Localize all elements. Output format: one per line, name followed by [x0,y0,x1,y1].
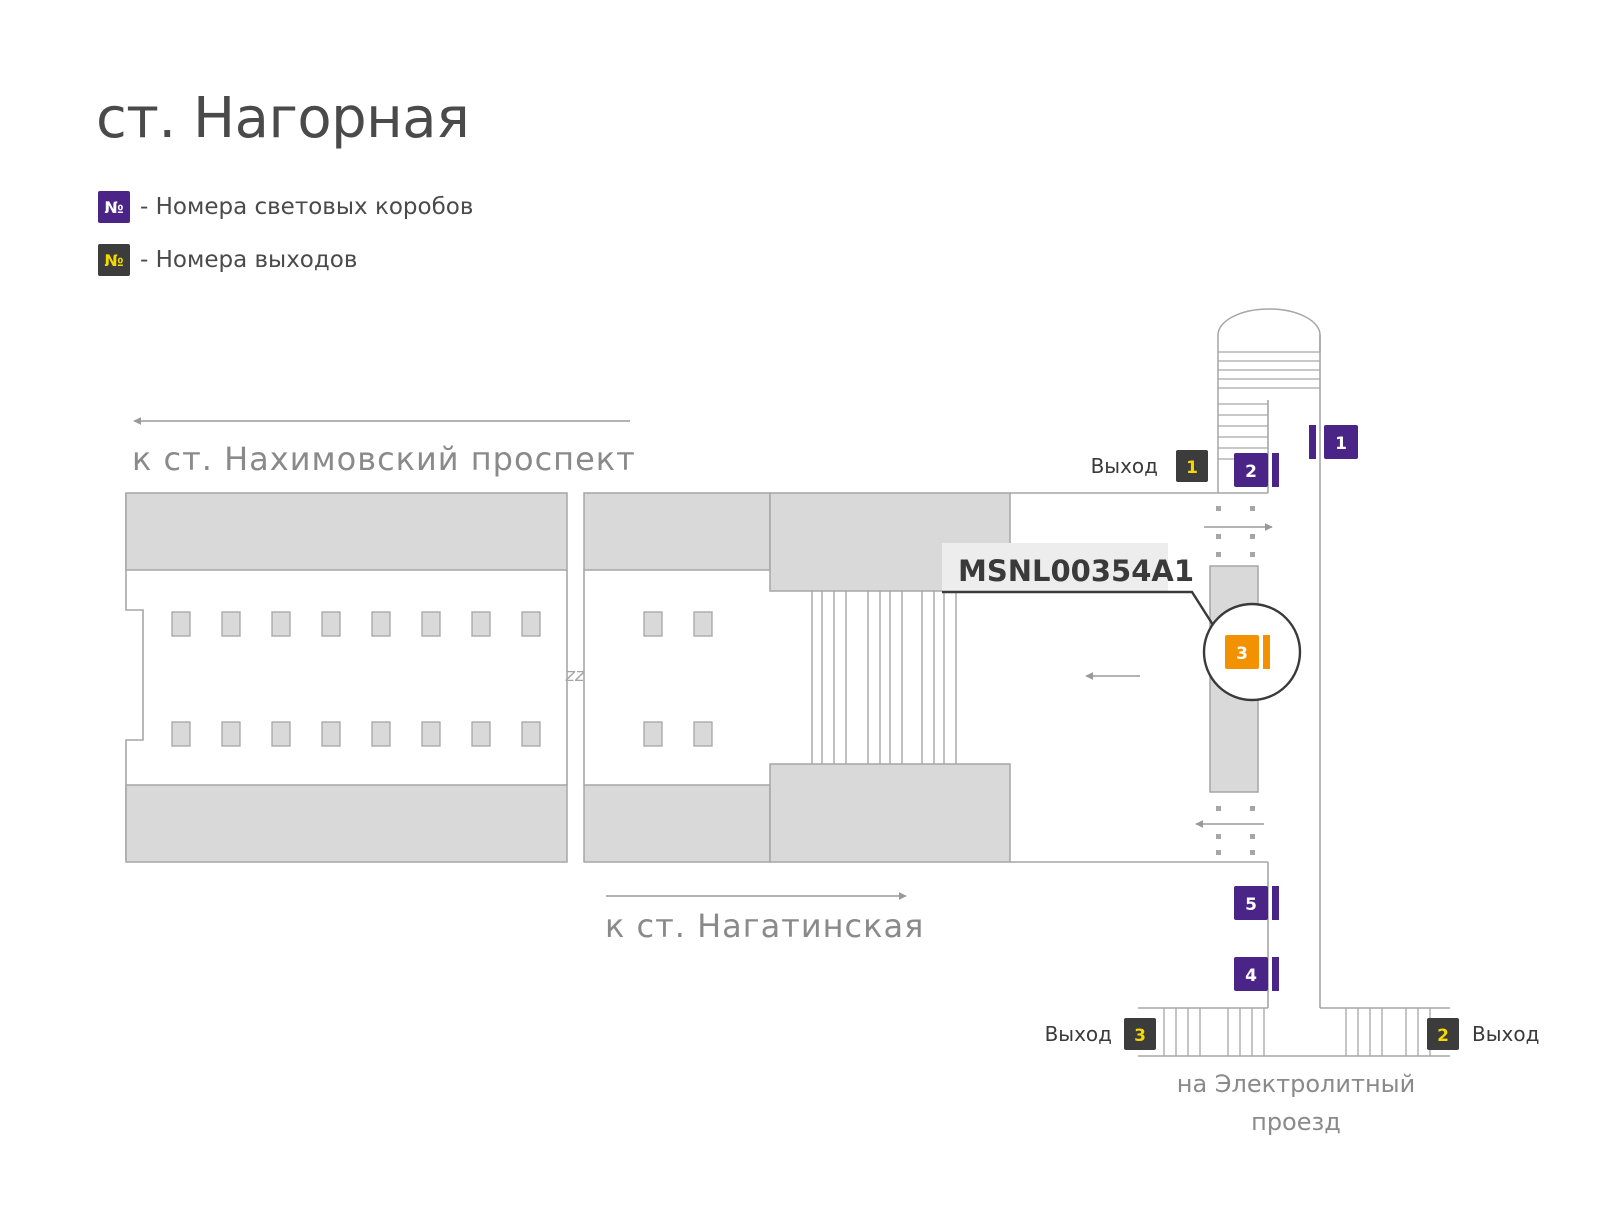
platform-column [421,611,441,637]
exit-1-number: 1 [1186,458,1198,478]
platform-columns [171,611,713,747]
light-box-1-number: 1 [1335,434,1347,454]
platform-column [321,721,341,747]
direction-nakhimovsky-label: к ст. Нахимовский проспект [132,440,636,478]
escalator [811,591,957,764]
exit-3-number: 3 [1134,1026,1146,1046]
track-bottom [125,763,1011,863]
platform-column [171,611,191,637]
exit-2-number: 2 [1437,1026,1449,1046]
guide-dot [1250,806,1255,811]
light-box-2[interactable]: 2 [1234,453,1279,487]
guide-dot [1216,506,1221,511]
legend-exits: № - Номера выходов [98,244,357,276]
light-box-3-number: 3 [1236,644,1248,664]
legend-exit-symbol: № [98,244,130,276]
platform-column [221,721,241,747]
guide-dot [1216,850,1221,855]
light-box-2-bar [1272,453,1279,487]
platform-column [271,611,291,637]
street-label-line1: на Электролитный [1177,1070,1415,1098]
platform-column [371,611,391,637]
platform-column [471,721,491,747]
guide-dot [1216,534,1221,539]
page-title: ст. Нагорная [96,86,470,151]
platform-column [521,611,541,637]
north-stair-steps [1218,351,1320,460]
break-mark: zz [565,665,585,686]
light-box-5-number: 5 [1245,895,1257,915]
guide-dot [1250,552,1255,557]
light-box-2-number: 2 [1245,462,1257,482]
exit-3: Выход 3 [1045,1018,1156,1050]
guide-dot [1250,506,1255,511]
highlight-code-box [942,543,1168,591]
exit-1: Выход 1 [1091,450,1208,482]
light-box-4-bar [1272,957,1279,991]
exit-1-label: Выход [1091,454,1158,478]
exit-3-badge [1124,1018,1156,1050]
exit-3-label: Выход [1045,1022,1112,1046]
south-stairs [1163,1008,1431,1056]
platform-column [221,611,241,637]
platform-column [521,721,541,747]
light-box-5-bar [1272,886,1279,920]
legend-exit-label: - Номера выходов [140,247,358,273]
platform-column [421,721,441,747]
highlight-leader-line [942,590,1215,626]
platform-column [643,721,663,747]
light-box-1[interactable]: 1 [1309,425,1358,459]
guide-dot [1250,834,1255,839]
direction-arrows [133,417,1273,900]
guide-dot [1250,850,1255,855]
track-top [125,492,1011,592]
platform-hall [125,493,585,860]
north-stair [1217,308,1321,493]
platform-column [693,721,713,747]
light-box-1-bar [1309,425,1316,459]
light-box-1-badge [1324,425,1358,459]
light-box-5-badge [1234,886,1268,920]
light-box-4-number: 4 [1245,966,1257,986]
highlight-code: MSNL00354A1 [958,554,1194,588]
legend-light-box-symbol: № [98,191,130,223]
guide-dot [1216,552,1221,557]
exit-1-badge [1176,450,1208,482]
street-label-line2: проезд [1251,1108,1341,1136]
platform-column [643,611,663,637]
light-box-5[interactable]: 5 [1234,886,1279,920]
platform-column [371,721,391,747]
exit-2-badge [1427,1018,1459,1050]
exit-2-label: Выход [1472,1022,1539,1046]
light-box-4-badge [1234,957,1268,991]
direction-nagatinskaya-label: к ст. Нагатинская [605,907,924,945]
light-box-3-badge [1225,635,1259,669]
platform-column [321,611,341,637]
legend-light-box-label: - Номера световых коробов [140,194,474,220]
light-box-2-badge [1234,453,1268,487]
platform-column [271,721,291,747]
platform-column [693,611,713,637]
guide-dot [1216,834,1221,839]
platform-column [471,611,491,637]
guide-dot [1216,806,1221,811]
platform-column [171,721,191,747]
exit-2: 2 Выход [1427,1018,1539,1050]
light-box-4[interactable]: 4 [1234,957,1279,991]
light-box-3-bar [1263,635,1270,669]
legend-light-boxes: № - Номера световых коробов [98,191,473,223]
highlighted-light-box[interactable]: MSNL00354A1 3 [942,543,1302,702]
guide-dot [1250,534,1255,539]
passage-dots [1216,506,1255,855]
